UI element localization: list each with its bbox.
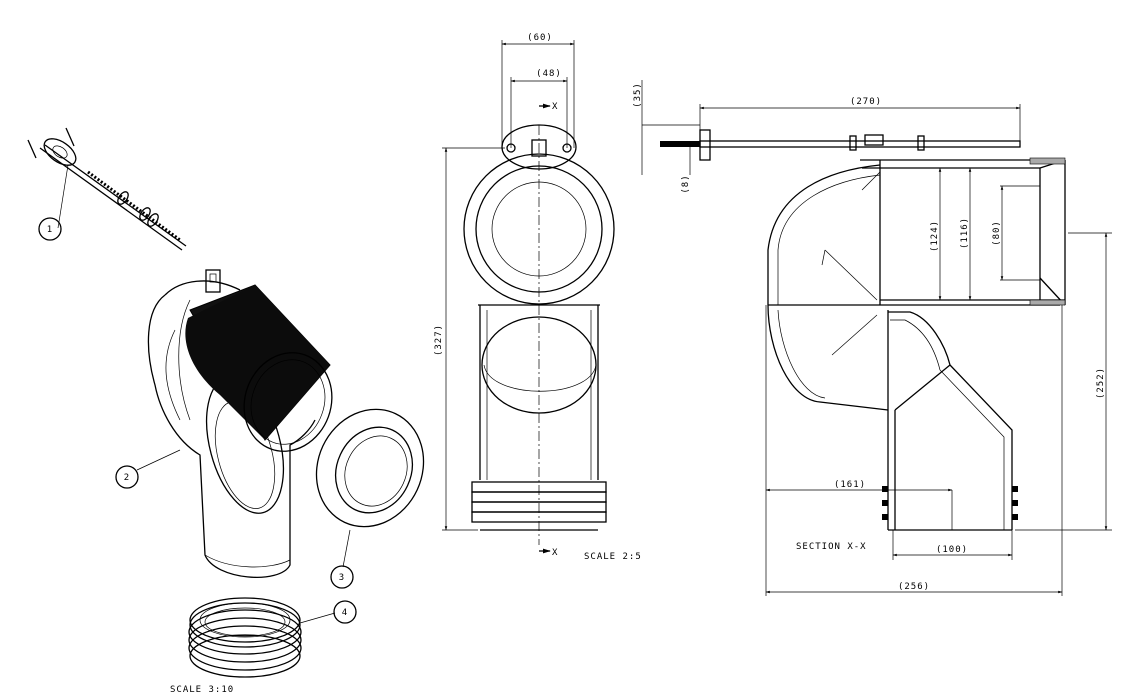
part-4-outlet-ring xyxy=(188,597,302,678)
part-1-fixing-rod xyxy=(27,127,187,251)
svg-text:3: 3 xyxy=(339,573,345,583)
section-title: SECTION X-X xyxy=(796,542,867,552)
svg-text:4: 4 xyxy=(342,608,348,618)
scale-label-iso: SCALE 3:10 xyxy=(170,685,234,695)
dim-327: (327) xyxy=(434,324,444,356)
dim-161: (161) xyxy=(834,480,866,490)
section-mark-bottom: X xyxy=(552,548,558,558)
part-2-pan-connector xyxy=(147,269,333,578)
dim-100: (100) xyxy=(936,545,968,555)
dim-256: (256) xyxy=(898,582,930,592)
svg-text:2: 2 xyxy=(124,473,130,483)
callout-3: 3 xyxy=(330,529,354,589)
dim-252: (252) xyxy=(1096,367,1106,399)
front-view: (60) (48) X X xyxy=(434,33,642,562)
scale-label-front: SCALE 2:5 xyxy=(584,552,642,562)
callout-2: 2 xyxy=(115,449,181,489)
dim-80: (80) xyxy=(992,220,1002,246)
dim-35: (35) xyxy=(633,82,643,108)
section-view: (35) (8) (270) xyxy=(633,80,1112,596)
dim-124: (124) xyxy=(930,220,940,252)
dim-48: (48) xyxy=(536,69,562,79)
part-3-seal xyxy=(315,408,425,528)
dim-116: (116) xyxy=(960,217,970,249)
section-mark-top: X xyxy=(552,102,558,112)
callout-4: 4 xyxy=(299,600,357,624)
dim-270: (270) xyxy=(850,97,882,107)
callout-1: 1 xyxy=(38,164,69,241)
svg-text:1: 1 xyxy=(47,225,53,235)
dim-8: (8) xyxy=(681,174,691,193)
isometric-view: 1 2 3 4 SCALE 3:10 xyxy=(27,127,425,695)
dim-60: (60) xyxy=(527,33,553,43)
